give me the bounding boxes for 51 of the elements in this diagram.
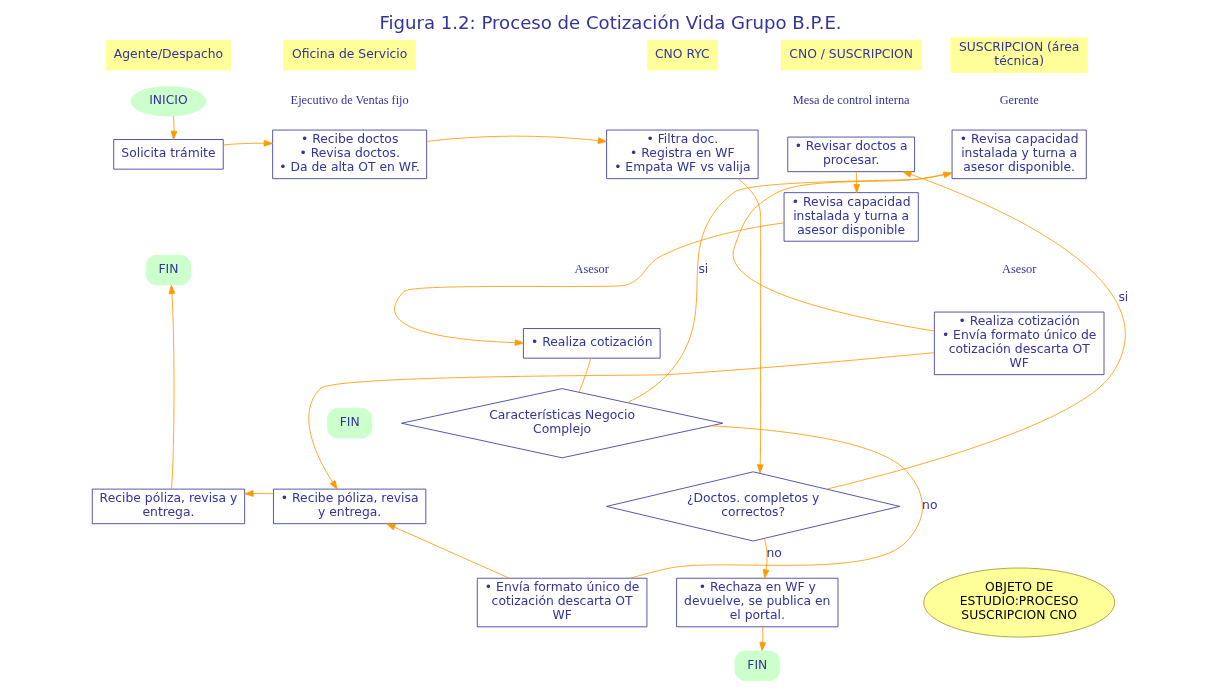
- arrow: [626, 171, 953, 403]
- label: Asesor: [1002, 261, 1037, 276]
- node-box: • Rechaza en WF y devuelve, se publica en el portal.: [676, 577, 839, 628]
- node-box: • Recibe doctos • Revisa doctos. • Da de alta OT en WF.: [272, 129, 428, 180]
- node-box: • Realiza cotización: [523, 328, 661, 359]
- arrow: [737, 178, 764, 474]
- label: Asesor: [574, 261, 609, 276]
- label: Gerente: [999, 93, 1039, 108]
- arrow: [308, 352, 935, 490]
- node-ellipse: OBJETO DE ESTUDIO:PROCESO SUSCRIPCION CNO: [923, 567, 1116, 638]
- node-box: • Envía formato único de cotización descarta OT WF: [476, 577, 648, 628]
- node-box: SUSCRIPCION (área técnica): [950, 37, 1088, 73]
- edge-label: no: [922, 498, 938, 513]
- node-box: • Revisa capacidad instalada y turna a asesor disponible: [783, 192, 919, 242]
- arrow: [386, 523, 510, 579]
- edge-label: si: [698, 261, 709, 276]
- node-box: FIN: [734, 650, 780, 681]
- node-box: Recibe póliza, revisa y entrega.: [91, 488, 246, 525]
- node-box: FIN: [145, 254, 192, 286]
- connector: [578, 358, 592, 393]
- arrow: [170, 115, 178, 140]
- arrow: [168, 284, 176, 490]
- node-box: • Realiza cotización • Envía formato único de cotización descarta OT WF: [933, 311, 1105, 376]
- arrow: [244, 490, 274, 497]
- label: Mesa de control interna: [792, 93, 910, 108]
- edge-label: no: [766, 546, 782, 561]
- arrow: [394, 222, 785, 346]
- arrow: [222, 140, 273, 147]
- edge-label: si: [1118, 290, 1129, 305]
- node-box: CNO / SUSCRIPCION: [780, 39, 922, 71]
- arrow: [426, 135, 607, 144]
- node-ellipse: INICIO: [130, 86, 207, 117]
- node-box: Solicita trámite: [113, 139, 224, 170]
- arrow: [759, 626, 766, 652]
- arrow: [826, 171, 1126, 490]
- connector: [630, 425, 923, 579]
- node-diamond: ¿Doctos. completos y correctos?: [606, 471, 901, 542]
- arrow: [762, 538, 770, 579]
- node-diamond: Características Negocio Complejo: [401, 388, 724, 459]
- node-box: Oficina de Servicio: [283, 39, 416, 71]
- node-box: • Revisar doctos a procesar.: [787, 136, 915, 173]
- diagram-title: Figura 1.2: Proceso de Cotización Vida Grupo B.P.E.: [379, 12, 842, 34]
- node-box: FIN: [327, 408, 373, 439]
- label: Ejecutivo de Ventas fijo: [290, 93, 409, 108]
- node-box: • Filtra doc. • Registra en WF • Empata WF vs valija: [606, 129, 759, 180]
- node-box: • Recibe póliza, revisa y entrega.: [273, 488, 427, 525]
- connector: [733, 172, 953, 332]
- node-box: CNO RYC: [646, 39, 718, 71]
- arrow: [853, 171, 860, 194]
- node-box: Agente/Despacho: [105, 39, 232, 71]
- node-box: • Revisa capacidad instalada y turna a asesor disponible.: [951, 129, 1087, 180]
